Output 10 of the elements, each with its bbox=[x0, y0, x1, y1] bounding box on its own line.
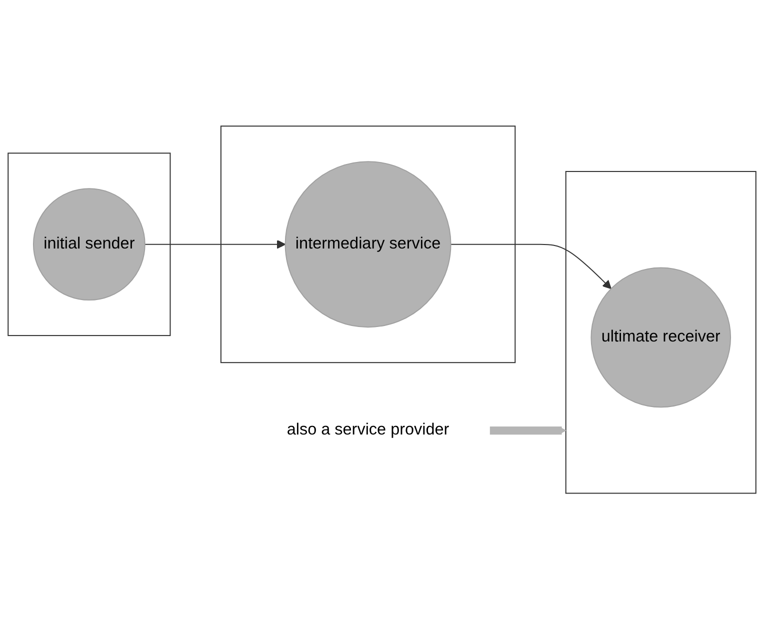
node-text: also a service provider bbox=[286, 421, 450, 438]
cluster bbox=[220, 125, 516, 363]
arrow bbox=[144, 240, 286, 249]
node-circle: intermediary service bbox=[284, 160, 452, 328]
arrow bbox=[450, 244, 612, 289]
arrow bbox=[490, 426, 566, 435]
cluster bbox=[8, 152, 171, 336]
node-circle: ultimate receiver bbox=[590, 267, 732, 408]
cluster bbox=[565, 170, 756, 494]
node-circle: initial sender bbox=[32, 188, 146, 300]
